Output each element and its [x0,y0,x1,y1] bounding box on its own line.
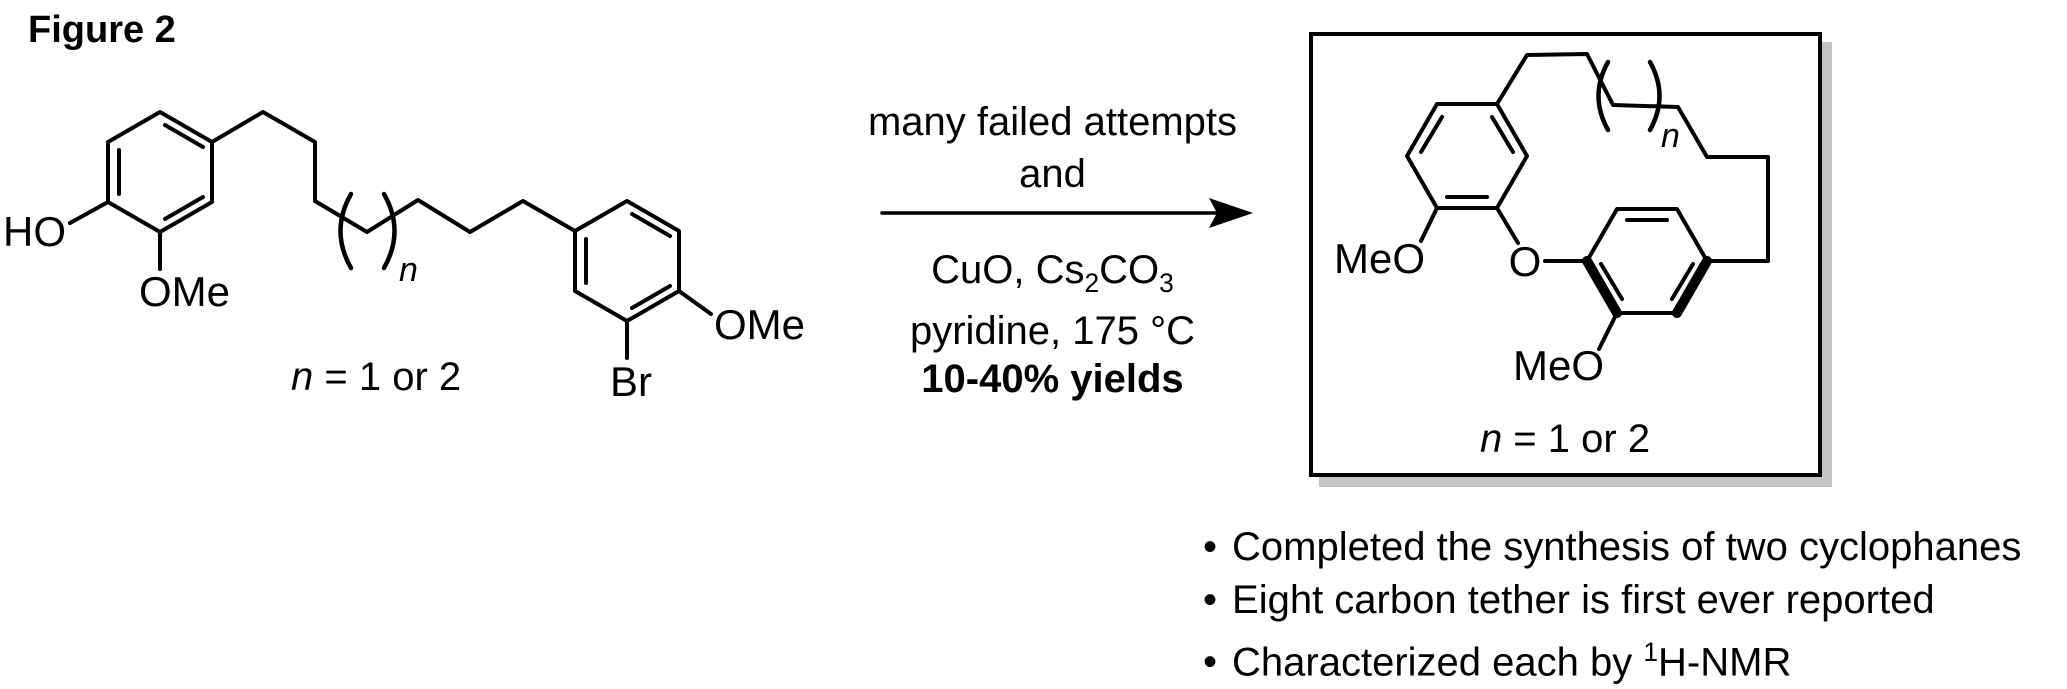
ome-label: OMe [139,268,230,315]
conditions-line: many failed attempts [867,100,1238,144]
arrow-conditions-below: CuO, Cs2CO3 pyridine, 175 °C 10-40% yiel… [850,246,1255,403]
paren-n-label: n [399,251,418,289]
list-item: •Eight carbon tether is first ever repor… [1203,574,2021,627]
double-bond [163,195,205,221]
conditions-line: and [1019,152,1086,196]
paren-left [1596,59,1611,133]
list-item: •Characterized each by 1H-NMR [1203,626,2021,689]
ether-bond [1495,206,1520,245]
list-item: •Completed the synthesis of two cyclopha… [1203,521,2021,574]
benzene-ring-a [1405,102,1529,210]
reagents-line: CuO, Cs2CO3 [931,248,1174,298]
meo-bond [1597,311,1619,351]
product-caption: n = 1 or 2 [1479,417,1651,461]
figure-title: Figure 2 [28,9,176,51]
product-box [1309,32,1822,477]
meo-label: MeO [1513,342,1604,389]
reagents-line: pyridine, 175 °C [909,309,1196,353]
bold-edge [1582,256,1622,318]
meo-bond [1419,206,1439,243]
bold-edge [1672,256,1712,318]
tether-chain [1495,52,1770,263]
reaction-arrow [880,198,1253,228]
paren-left [338,191,354,271]
br-label: Br [610,358,652,405]
double-bond [630,284,672,310]
paren-right [381,191,397,271]
yield-line: 10-40% yields [921,357,1184,401]
double-bond [630,212,672,238]
meo-label: MeO [1334,235,1425,282]
benzene-ring-2 [573,199,681,323]
reactant-structure [68,110,713,360]
paren-right [1647,59,1662,133]
reactant-caption: n = 1 or 2 [291,355,462,399]
alkyl-chain [210,110,577,234]
benzene-ring-1 [106,110,214,234]
ho-bond [68,200,110,225]
ome-bond [677,289,713,316]
double-bond [1419,115,1444,154]
bullet-icon: • [1203,525,1218,569]
bullet-icon: • [1203,577,1218,622]
double-bond [1490,115,1515,154]
product-structure [1405,52,1770,351]
bullet-icon: • [1203,640,1218,685]
summary-bullet-list: •Completed the synthesis of two cyclopha… [1203,521,2021,689]
arrow-head-icon [1209,198,1253,228]
double-bond [163,123,205,149]
double-bond [1670,262,1695,301]
paren-n-label: n [1661,117,1680,155]
ether-o-label: O [1509,238,1542,285]
arrow-conditions-above: many failed attempts and [850,96,1255,200]
ho-label: HO [3,208,66,255]
double-bond [1599,262,1624,301]
ome-label: OMe [714,301,805,348]
